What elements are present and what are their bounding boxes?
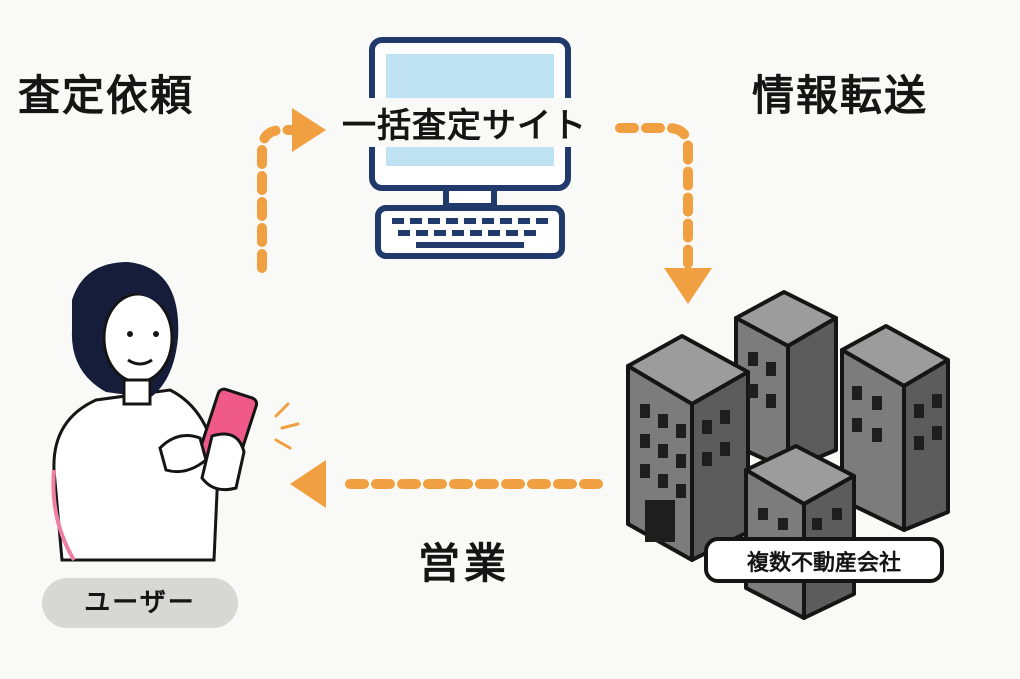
request-label: 査定依頼 — [18, 71, 195, 120]
user-label: ユーザー — [42, 578, 238, 628]
site-label: 一括査定サイト — [338, 98, 591, 147]
arrow-request — [257, 108, 326, 273]
sales-label: 営業 — [418, 539, 511, 588]
arrow-sales — [290, 460, 603, 508]
woman-with-smartphone-icon — [51, 262, 300, 562]
companies-label: 複数不動産会社 — [704, 537, 944, 583]
office-buildings-icon — [626, 290, 950, 620]
desktop-computer-icon — [369, 37, 571, 259]
transfer-label: 情報転送 — [752, 71, 929, 120]
arrow-transfer — [615, 123, 712, 304]
